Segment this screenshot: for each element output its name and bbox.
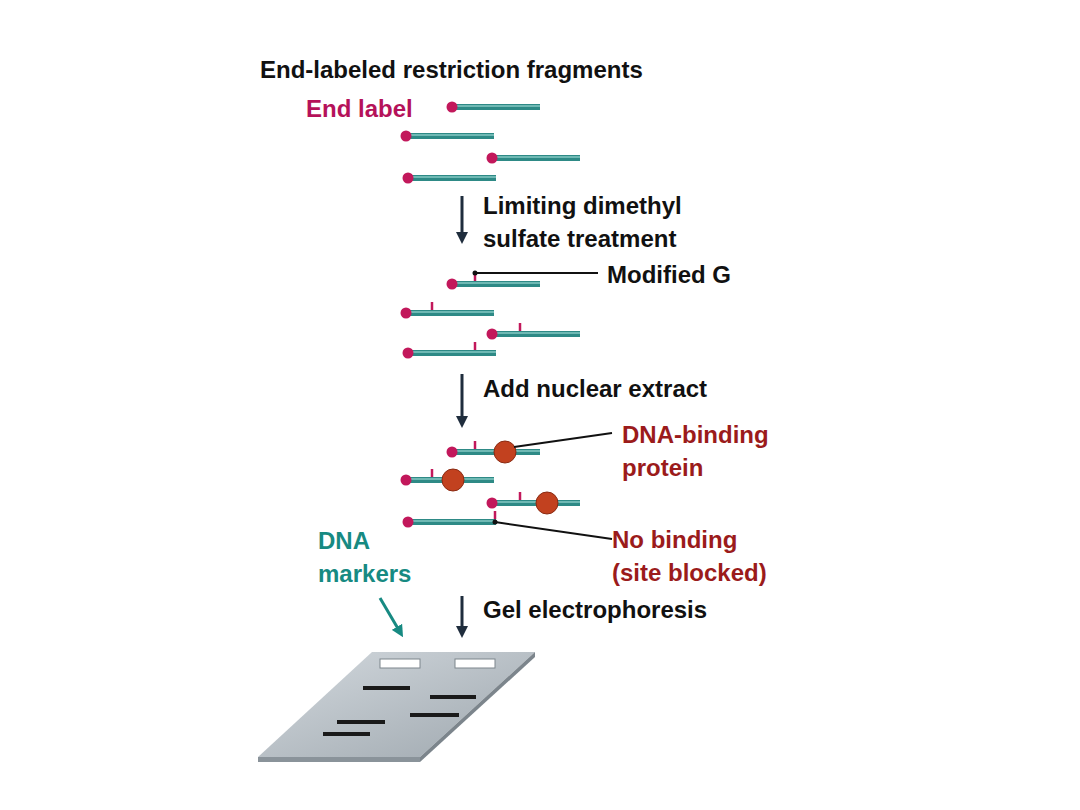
dna-fragment bbox=[492, 331, 580, 337]
dna-highlight bbox=[492, 332, 580, 334]
end-label-dot bbox=[403, 173, 414, 184]
dna-highlight bbox=[408, 176, 496, 178]
step-arrows bbox=[461, 196, 464, 632]
callout-label: End label bbox=[306, 92, 413, 125]
dna-highlight bbox=[406, 311, 494, 313]
step-label: Add nuclear extract bbox=[483, 372, 707, 405]
modified-g-tick bbox=[474, 342, 477, 350]
callout-label: Modified G bbox=[607, 258, 731, 291]
callout-label: DNA-binding protein bbox=[622, 418, 807, 484]
end-label-dot bbox=[403, 517, 414, 528]
end-label-dot bbox=[401, 308, 412, 319]
dna-highlight bbox=[408, 520, 496, 522]
end-label-dot bbox=[447, 279, 458, 290]
modified-g-tick bbox=[519, 323, 522, 331]
dna-highlight bbox=[452, 282, 540, 284]
dna-highlight bbox=[452, 105, 540, 107]
dna-highlight bbox=[408, 351, 496, 353]
end-label-dot bbox=[401, 131, 412, 142]
modified-g-tick bbox=[494, 511, 497, 519]
dna-highlight bbox=[406, 134, 494, 136]
dna-fragment bbox=[406, 310, 494, 316]
dna-fragments bbox=[401, 102, 581, 528]
end-label-dot bbox=[403, 348, 414, 359]
callout-label: No binding (site blocked) bbox=[612, 523, 787, 589]
binding-protein bbox=[494, 441, 516, 463]
end-label-dot bbox=[487, 153, 498, 164]
dna-fragment bbox=[408, 350, 496, 356]
dna-fragment bbox=[408, 519, 496, 525]
dna-fragment bbox=[408, 175, 496, 181]
modified-g-tick bbox=[431, 302, 434, 310]
step-label: Gel electrophoresis bbox=[483, 593, 707, 626]
end-label-dot bbox=[447, 447, 458, 458]
end-label-dot bbox=[487, 498, 498, 509]
gel bbox=[258, 652, 535, 762]
diagram-title: End-labeled restriction fragments bbox=[260, 53, 643, 86]
end-label-dot bbox=[487, 329, 498, 340]
modified-g-tick bbox=[474, 441, 477, 449]
binding-protein bbox=[536, 492, 558, 514]
step-label: Limiting dimethyl sulfate treatment bbox=[483, 189, 723, 255]
binding-protein bbox=[442, 469, 464, 491]
dna-fragment bbox=[452, 281, 540, 287]
dna-fragment bbox=[452, 104, 540, 110]
end-label-dot bbox=[447, 102, 458, 113]
callout-label: DNA markers bbox=[318, 524, 428, 590]
dna-highlight bbox=[492, 156, 580, 158]
end-label-dot bbox=[401, 475, 412, 486]
marker-arrow bbox=[380, 598, 400, 632]
modified-g-tick bbox=[519, 492, 522, 500]
dna-fragment bbox=[492, 155, 580, 161]
dna-fragment bbox=[406, 133, 494, 139]
leader-lines bbox=[475, 273, 612, 539]
modified-g-tick bbox=[431, 469, 434, 477]
